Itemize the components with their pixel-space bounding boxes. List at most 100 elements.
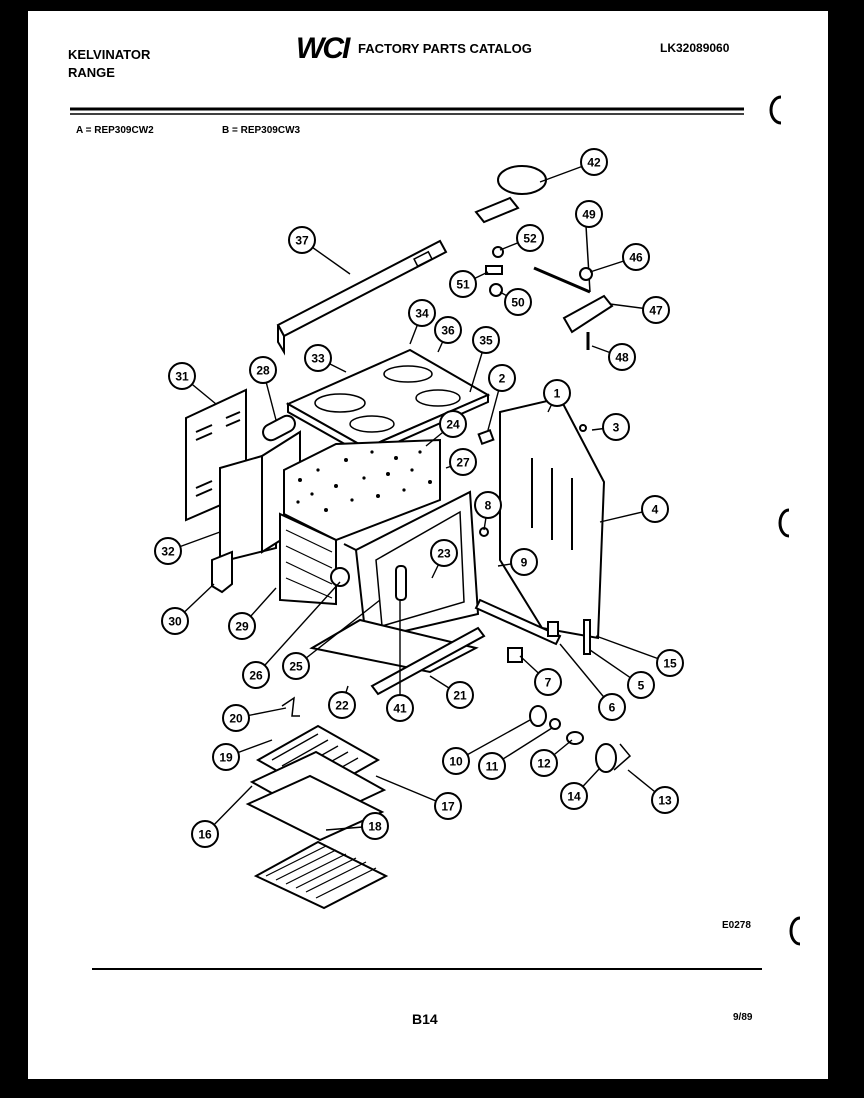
callout-number: 12 xyxy=(537,757,551,771)
callout-circle xyxy=(386,694,414,722)
callout-circle xyxy=(434,316,462,344)
callout-number: 10 xyxy=(449,755,463,769)
callout-number: 41 xyxy=(393,702,407,716)
wci-logo: WCI xyxy=(296,32,350,65)
callout-49: 49 xyxy=(575,200,603,228)
callout-circle xyxy=(560,782,588,810)
callout-circle xyxy=(543,379,571,407)
callout-11: 11 xyxy=(478,752,506,780)
callout-circle xyxy=(249,356,277,384)
callout-number: 47 xyxy=(649,304,663,318)
callout-48: 48 xyxy=(608,343,636,371)
callout-circle xyxy=(580,148,608,176)
callout-52: 52 xyxy=(516,224,544,252)
catalog-number: LK32089060 xyxy=(660,41,730,55)
callout-number: 3 xyxy=(613,421,620,435)
callout-number: 25 xyxy=(289,660,303,674)
callout-circle xyxy=(478,752,506,780)
callout-circle xyxy=(191,820,219,848)
callout-number: 42 xyxy=(587,156,601,170)
callout-circle xyxy=(510,548,538,576)
callout-number: 9 xyxy=(521,556,528,570)
callout-8: 8 xyxy=(474,491,502,519)
callout-25: 25 xyxy=(282,652,310,680)
callout-5: 5 xyxy=(627,671,655,699)
drawing-code: E0278 xyxy=(722,920,751,931)
callout-27: 27 xyxy=(449,448,477,476)
callout-26: 26 xyxy=(242,661,270,689)
callout-number: 51 xyxy=(456,278,470,292)
callout-circle xyxy=(446,681,474,709)
callout-number: 18 xyxy=(368,820,382,834)
binder-hole-marks xyxy=(769,95,801,946)
callout-circle xyxy=(449,270,477,298)
callout-30: 30 xyxy=(161,607,189,635)
callout-number: 4 xyxy=(652,503,659,517)
callout-35: 35 xyxy=(472,326,500,354)
callout-number: 2 xyxy=(499,372,506,386)
callout-number: 7 xyxy=(545,676,552,690)
callout-33: 33 xyxy=(304,344,332,372)
callout-10: 10 xyxy=(442,747,470,775)
callout-number: 49 xyxy=(582,208,596,222)
oven-cavity-part xyxy=(279,438,441,606)
callout-4: 4 xyxy=(641,495,669,523)
callout-circle xyxy=(516,224,544,252)
callout-circle xyxy=(642,296,670,324)
callout-number: 46 xyxy=(629,251,643,265)
callout-number: 30 xyxy=(168,615,182,629)
callout-number: 16 xyxy=(198,828,212,842)
callout-13: 13 xyxy=(651,786,679,814)
callout-15: 15 xyxy=(656,649,684,677)
model-a: A = REP309CW2 xyxy=(76,125,154,136)
callout-23: 23 xyxy=(430,539,458,567)
callout-number: 22 xyxy=(335,699,349,713)
callout-circle xyxy=(488,364,516,392)
callout-1: 1 xyxy=(543,379,571,407)
callout-circle xyxy=(434,792,462,820)
callout-24: 24 xyxy=(439,410,467,438)
callout-number: 34 xyxy=(415,307,429,321)
callout-number: 15 xyxy=(663,657,677,671)
callout-circle xyxy=(656,649,684,677)
callout-number: 37 xyxy=(295,234,309,248)
callout-number: 48 xyxy=(615,351,629,365)
callout-circle xyxy=(622,243,650,271)
page-number: B14 xyxy=(412,1011,438,1027)
hardware-parts xyxy=(281,424,632,773)
callout-17: 17 xyxy=(434,792,462,820)
light-socket-part xyxy=(330,567,350,587)
brand-name: KELVINATOR xyxy=(68,47,151,62)
oven-rack-part xyxy=(253,840,389,910)
callout-circle xyxy=(627,671,655,699)
element-part xyxy=(395,565,407,601)
callout-circle xyxy=(530,749,558,777)
print-date: 9/89 xyxy=(733,1012,753,1023)
callout-number: 21 xyxy=(453,689,467,703)
callout-number: 32 xyxy=(161,545,175,559)
callout-circle xyxy=(161,607,189,635)
callout-circle xyxy=(608,343,636,371)
callout-number: 20 xyxy=(229,712,243,726)
callout-12: 12 xyxy=(530,749,558,777)
callout-circle xyxy=(504,288,532,316)
callout-41: 41 xyxy=(386,694,414,722)
callout-32: 32 xyxy=(154,537,182,565)
callout-16: 16 xyxy=(191,820,219,848)
callout-circle xyxy=(575,200,603,228)
callout-circle xyxy=(304,344,332,372)
callout-number: 33 xyxy=(311,352,325,366)
callout-number: 1 xyxy=(554,387,561,401)
callout-circle xyxy=(442,747,470,775)
callout-circle xyxy=(651,786,679,814)
callout-circle xyxy=(328,691,356,719)
callout-20: 20 xyxy=(222,704,250,732)
callout-leader-10 xyxy=(455,719,531,762)
callout-circle xyxy=(168,362,196,390)
callout-number: 14 xyxy=(567,790,581,804)
callout-circle xyxy=(641,495,669,523)
bracket-part xyxy=(262,414,296,442)
callout-2: 2 xyxy=(488,364,516,392)
callout-circle xyxy=(242,661,270,689)
